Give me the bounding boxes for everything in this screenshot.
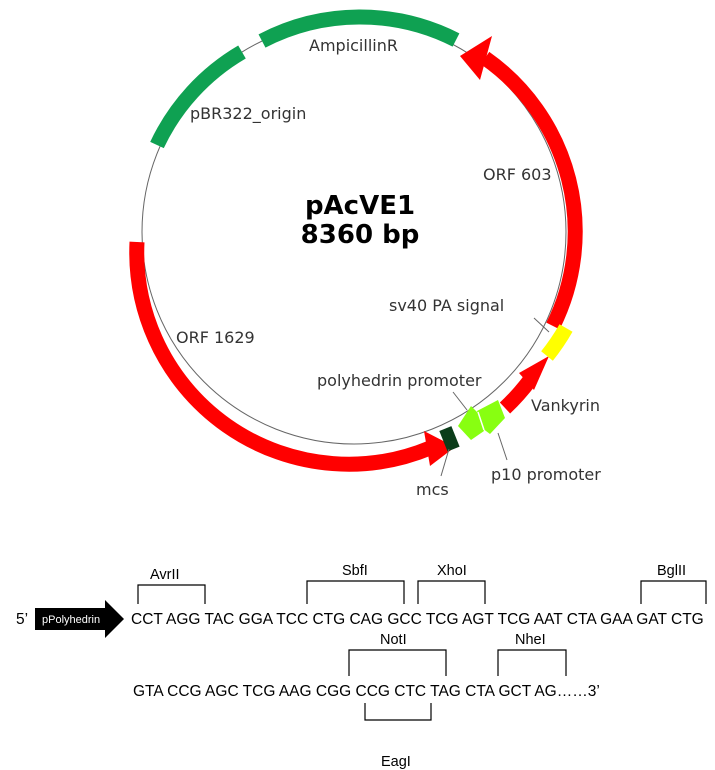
bglii-bracket: [640, 580, 707, 604]
ampicillin-label: AmpicillinR: [309, 36, 398, 55]
vankyrin-label: Vankyrin: [531, 396, 600, 415]
avrii-bracket: [137, 584, 206, 604]
sv40-leader: [533, 317, 550, 333]
orf-603-arrowhead: [460, 36, 492, 80]
noti-bracket: [348, 649, 447, 676]
plasmid-name: pAcVE1: [305, 191, 415, 221]
ampicillin-resistance-feature: [258, 9, 460, 48]
orf-603-feature: [480, 51, 583, 330]
vankyrin-arrowhead: [519, 356, 549, 390]
promoter-divider: [477, 411, 485, 431]
five-prime-label: 5’: [16, 611, 28, 628]
polyhedrin-label: polyhedrin promoter: [317, 371, 482, 390]
origin-label: pBR322_origin: [190, 104, 306, 124]
orf-603-label: ORF 603: [483, 165, 552, 184]
p10-promoter-arrow: [477, 400, 505, 434]
eagi-bracket: [364, 703, 432, 721]
orf-1629-label: ORF 1629: [176, 328, 255, 347]
mcs-label: mcs: [416, 480, 449, 499]
mcs-leader: [440, 448, 450, 477]
nhei-bracket: [497, 649, 567, 676]
p10-label: p10 promoter: [491, 465, 601, 484]
sequence-line-1: CCT AGG TAC GGA TCC CTG CAG GCC TCG AGT …: [131, 611, 704, 628]
sv40-label: sv40 PA signal: [389, 296, 504, 315]
xhoi-bracket: [417, 580, 486, 604]
pbr322-origin-feature: [150, 45, 246, 149]
orf-1629-feature: [129, 241, 433, 472]
vankyrin-feature: [499, 375, 537, 414]
orf-1629-arrowhead: [424, 431, 455, 466]
mcs-feature: [439, 426, 460, 452]
polyhedrin-promoter-label: pPolyhedrin: [42, 614, 100, 626]
polyhedrin-leader: [452, 391, 468, 411]
bglii-label: BglII: [657, 563, 686, 579]
avrii-label: AvrII: [150, 567, 180, 583]
p10-leader: [497, 432, 508, 461]
noti-label: NotI: [380, 632, 407, 648]
plasmid-size: 8360 bp: [301, 220, 420, 250]
xhoi-label: XhoI: [437, 563, 467, 579]
eagi-label: EagI: [381, 754, 411, 770]
polyhedrin-promoter-arrow: [458, 406, 484, 440]
polyhedrin-promoter-arrow-block: [35, 600, 124, 638]
nhei-label: NheI: [515, 632, 546, 648]
sequence-line-2: GTA CCG AGC TCG AAG CGG CCG CTC TAG CTA …: [133, 683, 600, 700]
sbfi-bracket: [306, 580, 405, 604]
sbfi-label: SbfI: [342, 563, 368, 579]
sv40-feature: [541, 324, 573, 361]
